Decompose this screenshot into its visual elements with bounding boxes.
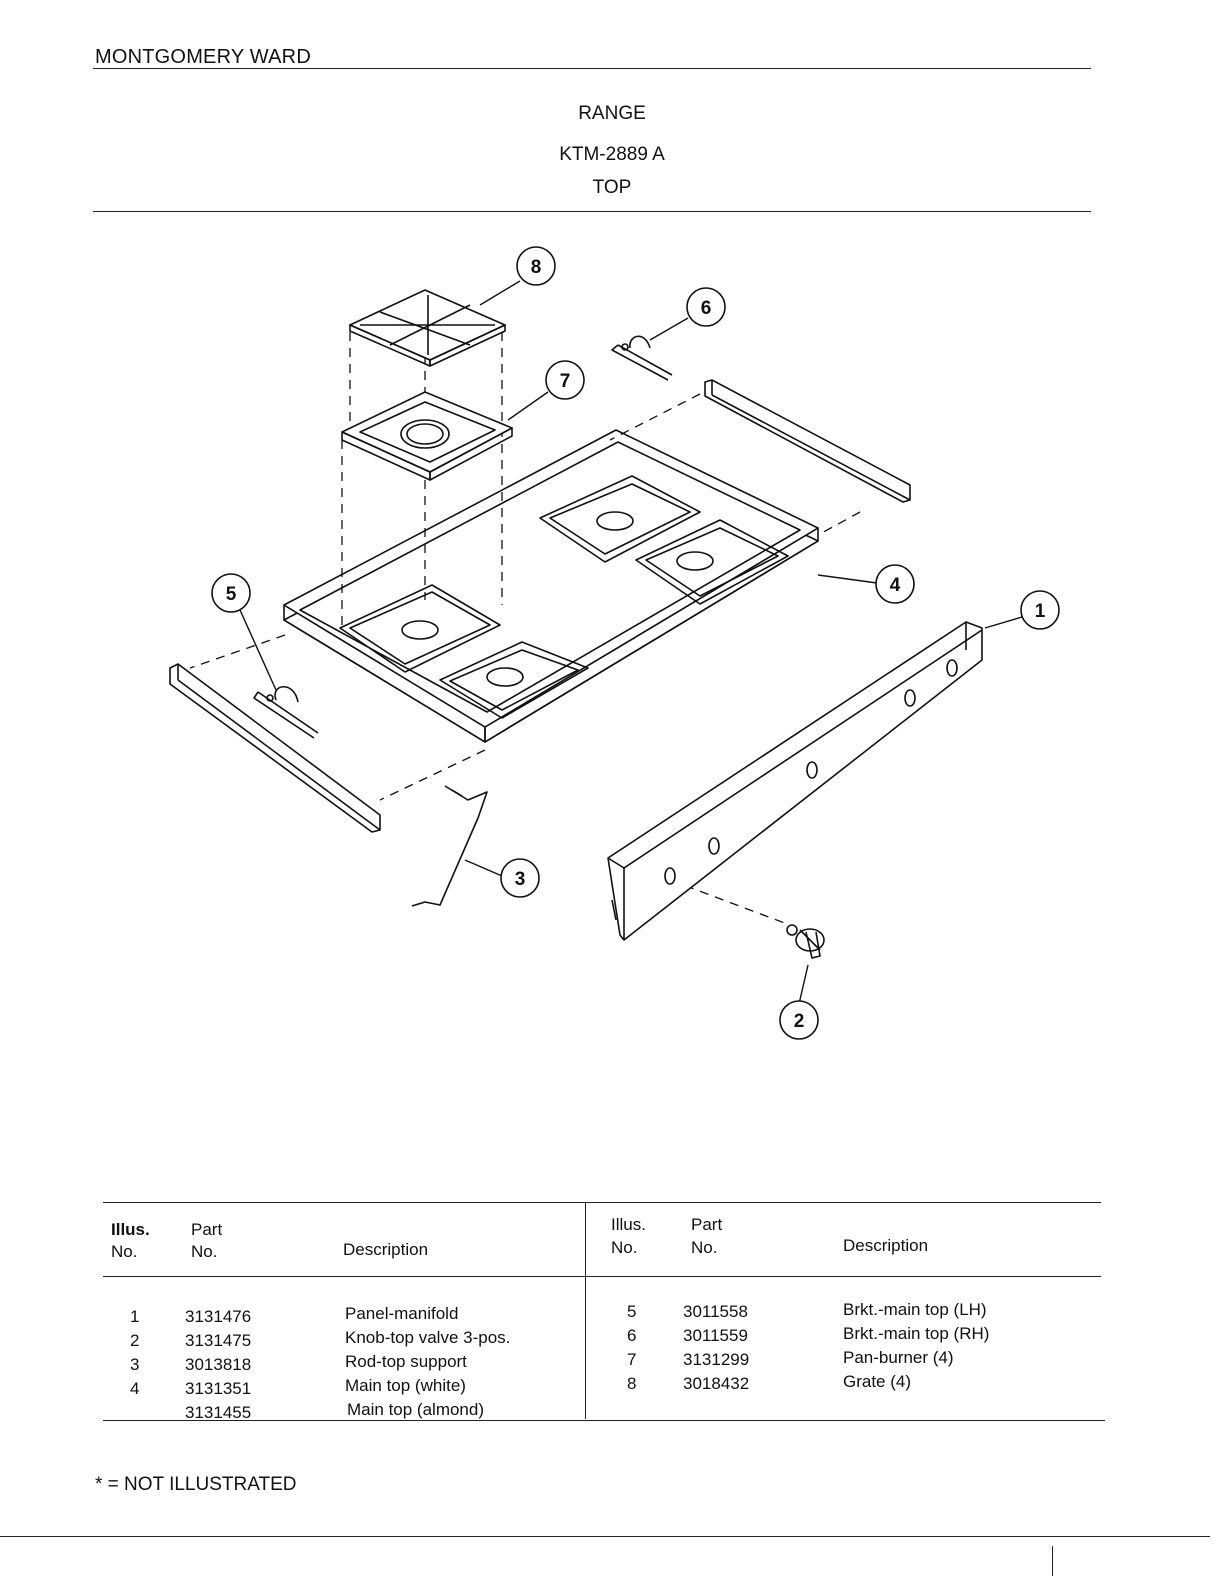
table-row-part: 3131351	[185, 1379, 252, 1398]
exploded-parts-diagram: 1 2 3 4 5 6 7 8	[169, 246, 1060, 1040]
callout-6: 6	[686, 287, 726, 327]
callout-2: 2	[779, 1000, 819, 1040]
table-row-part: 3131299	[683, 1350, 750, 1369]
table-column-divider	[585, 1203, 586, 1419]
table-row-desc: Panel-manifold	[345, 1304, 459, 1323]
table-row-part: 3011559	[683, 1326, 748, 1345]
bracket-rh-part	[611, 335, 673, 381]
table-rule-top	[103, 1202, 1101, 1203]
table-row-illus: 5	[627, 1302, 637, 1321]
table-row-illus: 3	[130, 1355, 140, 1374]
panel-manifold-part	[607, 621, 983, 941]
right-header-part: Part	[691, 1215, 723, 1234]
callout-8-label: 8	[531, 257, 542, 278]
rear-trim-strip	[704, 379, 911, 503]
callout-4-label: 4	[890, 575, 901, 596]
bracket-lh-part	[253, 685, 319, 739]
callout-5: 5	[211, 573, 251, 613]
page-bottom-rule	[0, 1536, 1210, 1537]
leader-lines	[239, 280, 1023, 1005]
callout-1: 1	[1020, 590, 1060, 630]
right-header-description: Description	[843, 1236, 929, 1255]
table-row-desc: Brkt.-main top (LH)	[843, 1300, 987, 1319]
not-illustrated-footnote: * = NOT ILLUSTRATED	[95, 1474, 297, 1495]
callout-4: 4	[875, 564, 915, 604]
callout-8: 8	[516, 246, 556, 286]
section-title: TOP	[592, 177, 632, 198]
table-rule-bottom	[103, 1420, 1105, 1421]
callout-3-label: 3	[515, 869, 526, 890]
left-header-illus: Illus.	[111, 1220, 150, 1239]
callout-7: 7	[545, 360, 585, 400]
grate-part	[349, 289, 506, 367]
table-row-illus: 4	[130, 1379, 140, 1398]
valve-knob-part	[786, 924, 825, 959]
right-header-illus: Illus.	[611, 1215, 646, 1234]
table-row-desc: Grate (4)	[843, 1372, 912, 1391]
right-header-illus-no: No.	[611, 1238, 638, 1257]
front-trim-strip	[169, 663, 381, 833]
callout-1-label: 1	[1035, 601, 1046, 622]
callout-3: 3	[500, 858, 540, 898]
table-row-part: 3011558	[683, 1302, 748, 1321]
product-title: RANGE	[578, 103, 646, 124]
header-rule-top	[93, 68, 1091, 69]
main-top-part	[283, 429, 819, 743]
table-row-illus: 6	[627, 1326, 637, 1345]
header-rule-bottom	[93, 211, 1091, 212]
callout-6-label: 6	[701, 298, 712, 319]
table-row-illus: 8	[627, 1374, 637, 1393]
left-header-illus-no: No.	[111, 1242, 138, 1261]
table-row-desc: Rod-top support	[345, 1352, 467, 1371]
rod-top-support-part	[411, 785, 488, 907]
left-header-part: Part	[191, 1220, 223, 1239]
callout-2-label: 2	[794, 1011, 805, 1032]
table-row-desc: Pan-burner (4)	[843, 1348, 954, 1367]
table-row-desc: Main top (white)	[345, 1376, 466, 1395]
model-number: KTM-2889 A	[559, 144, 665, 165]
table-row-desc: Brkt.-main top (RH)	[843, 1324, 990, 1343]
left-header-description: Description	[343, 1240, 429, 1259]
table-row-desc: Knob-top valve 3-pos.	[345, 1328, 511, 1347]
page-edge-mark	[1052, 1546, 1053, 1576]
left-header-part-no: No.	[191, 1242, 218, 1261]
table-row-illus: 2	[130, 1331, 140, 1350]
table-row-part: 3131476	[185, 1307, 252, 1326]
table-row-part: 3013818	[185, 1355, 252, 1374]
burner-pan-part	[341, 391, 513, 481]
callout-7-label: 7	[560, 371, 571, 392]
table-row-part: 3131475	[185, 1331, 252, 1350]
table-row-illus: 7	[627, 1350, 637, 1369]
brand-title: MONTGOMERY WARD	[95, 46, 311, 68]
table-rule-header	[103, 1276, 1101, 1277]
table-row-illus: 1	[130, 1307, 140, 1326]
table-row-desc: Main top (almond)	[347, 1400, 485, 1419]
callout-5-label: 5	[226, 584, 237, 605]
right-header-part-no: No.	[691, 1238, 718, 1257]
table-row-part: 3018432	[683, 1374, 750, 1393]
table-row-part: 3131455	[185, 1403, 252, 1422]
